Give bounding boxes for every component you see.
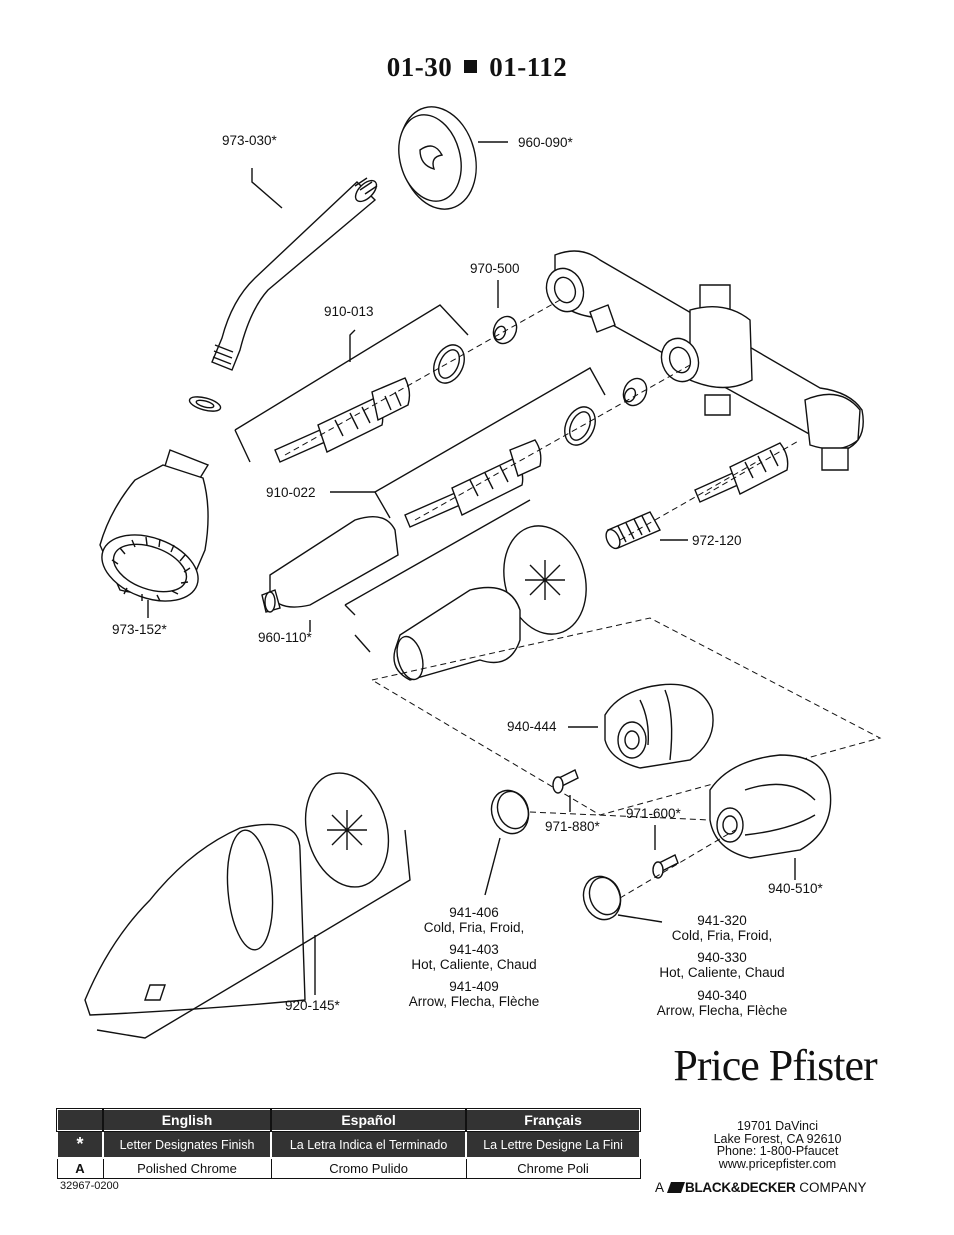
button-left-desc-3: Arrow, Flecha, Flèche [409, 994, 540, 1009]
page-title: 01-30 01-112 [0, 52, 954, 83]
legend-english: Letter Designates Finish [101, 1130, 273, 1159]
address-line-4: www.pricepfister.com [718, 1156, 837, 1171]
address-line-1: 19701 DaVinci [736, 1119, 819, 1133]
brand-logo: Price Pfister [673, 1041, 877, 1090]
button-right-num-1: 941-320 [697, 913, 747, 928]
black-decker-logo-icon [667, 1182, 686, 1193]
company-suffix: COMPANY [799, 1180, 867, 1195]
finish-francais: Chrome Poli [465, 1157, 641, 1179]
index-button-right [582, 875, 622, 921]
tub-spout [84, 823, 306, 1016]
model-number-1: 01-30 [386, 52, 453, 82]
button-left-num-3: 941-409 [449, 979, 499, 994]
separator-square [464, 60, 478, 74]
parent-company-name: BLACK&DECKER [685, 1180, 796, 1195]
label-973-152: 973-152* [112, 622, 168, 637]
button-left-desc-1: Cold, Fria, Froid, [424, 920, 525, 935]
parent-company: A BLACK&DECKER COMPANY [655, 1180, 866, 1195]
label-940-510: 940-510* [768, 881, 824, 896]
o-ring-lower [564, 406, 596, 446]
showerhead [99, 449, 210, 602]
screw-971-880 [552, 769, 579, 794]
label-970-500: 970-500 [470, 261, 520, 276]
label-971-880: 971-880* [545, 819, 601, 834]
label-920-145: 920-145* [285, 998, 341, 1013]
button-left-desc-2: Hot, Caliente, Chaud [411, 957, 536, 972]
button-right-desc-1: Cold, Fria, Froid, [672, 928, 773, 943]
showerhead-washer [188, 396, 222, 412]
finish-table: English Español Français * Letter Design… [56, 1108, 641, 1179]
button-right-num-3: 940-340 [697, 988, 747, 1003]
label-973-030: 973-030* [222, 133, 278, 148]
brand-address: 19701 DaVinci Lake Forest, CA 92610 Phon… [690, 1120, 865, 1170]
button-right-desc-2: Hot, Caliente, Chaud [659, 965, 784, 980]
button-right-num-2: 940-330 [697, 950, 747, 965]
shower-arm [211, 177, 378, 371]
legend-asterisk: * [56, 1130, 104, 1159]
spout-gasket [304, 772, 390, 888]
label-910-013: 910-013 [324, 304, 374, 319]
label-940-444: 940-444 [507, 719, 557, 734]
model-number-2: 01-112 [489, 52, 568, 82]
spacer-nipple [605, 511, 661, 550]
button-left-num-1: 941-406 [449, 905, 499, 920]
address-line-2: Lake Forest, CA 92610 [713, 1131, 842, 1146]
document-number: 32967-0200 [60, 1180, 119, 1192]
finish-code: A [56, 1157, 104, 1179]
handle-940-444 [604, 683, 714, 769]
label-960-090: 960-090* [518, 135, 574, 150]
finish-legend-row: * Letter Designates Finish La Letra Indi… [56, 1130, 641, 1159]
escutcheon-plate [503, 525, 587, 635]
seat-lower [622, 377, 648, 407]
header-english: English [101, 1108, 273, 1132]
table-row: A Polished Chrome Cromo Pulido Chrome Po… [56, 1157, 641, 1179]
finish-table-corner [56, 1108, 104, 1132]
shower-flange [398, 106, 477, 210]
header-espanol: Español [270, 1108, 468, 1132]
index-button-left [490, 789, 530, 835]
button-left-num-2: 941-403 [449, 942, 499, 957]
legend-francais: La Lettre Designe La Fini [465, 1130, 641, 1159]
finish-table-header: English Español Français [56, 1108, 641, 1132]
valve-body [545, 250, 864, 471]
legend-espanol: La Letra Indica el Terminado [270, 1130, 468, 1159]
label-960-110: 960-110* [258, 630, 313, 645]
button-list-right: 941-320 Cold, Fria, Froid, 940-330 Hot, … [657, 913, 788, 1018]
handle-940-510 [709, 754, 832, 859]
company-prefix: A [655, 1180, 664, 1195]
escutcheon-sleeve [261, 516, 399, 613]
finish-english: Polished Chrome [102, 1157, 272, 1179]
finish-espanol: Cromo Pulido [270, 1157, 467, 1179]
label-971-600: 971-600* [626, 806, 682, 821]
button-list-left: 941-406 Cold, Fria, Froid, 941-403 Hot, … [409, 905, 540, 1009]
seat-upper [492, 315, 518, 345]
label-910-022: 910-022 [266, 485, 316, 500]
valve-sleeve [393, 586, 521, 681]
address-line-3: Phone: 1-800-Pfaucet [716, 1144, 839, 1158]
label-972-120: 972-120 [692, 533, 742, 548]
button-right-desc-3: Arrow, Flecha, Flèche [657, 1003, 788, 1018]
screw-971-600 [652, 854, 679, 879]
header-francais: Français [465, 1108, 641, 1132]
o-ring-upper [433, 344, 465, 384]
